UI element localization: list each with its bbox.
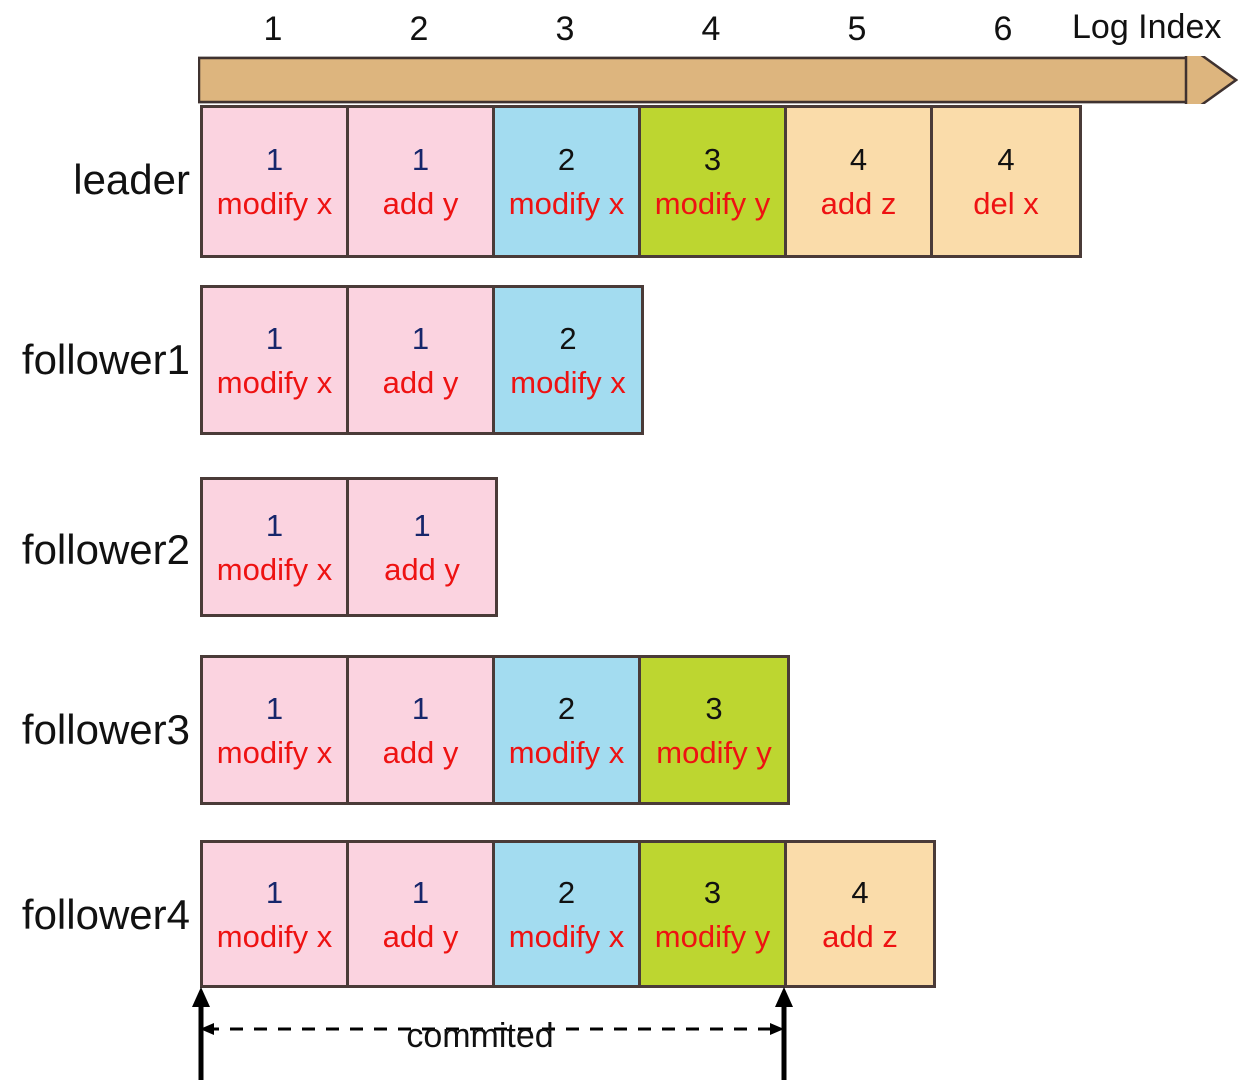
- entry-term: 3: [703, 142, 722, 177]
- log-entry[interactable]: 1 modify x: [203, 480, 349, 614]
- row-label-follower1: follower1: [21, 336, 190, 383]
- entry-command: add z: [822, 918, 898, 954]
- row-label-leader: leader: [73, 156, 190, 203]
- entry-command: add y: [382, 918, 459, 954]
- entry-command: modify x: [216, 734, 333, 770]
- log-index-arrow-icon: [198, 56, 1238, 104]
- entry-term: 1: [411, 320, 430, 356]
- log-entry[interactable]: 1 add y: [349, 108, 495, 255]
- entry-term: 4: [849, 142, 868, 177]
- entry-term: 2: [557, 142, 576, 177]
- log-entry[interactable]: 3 modify y: [641, 658, 787, 802]
- entry-term: 1: [413, 507, 431, 543]
- log-entry[interactable]: 4 del x: [933, 108, 1079, 255]
- entry-term: 1: [265, 690, 284, 726]
- entry-command: modify y: [656, 734, 772, 770]
- log-index-label-6: 6: [993, 10, 1013, 48]
- entry-command: modify x: [216, 551, 333, 587]
- entry-command: modify x: [508, 918, 625, 954]
- entry-term: 3: [705, 690, 723, 726]
- log-entry[interactable]: 1 add y: [349, 658, 495, 802]
- entry-command: add y: [382, 734, 459, 770]
- entry-term: 1: [411, 142, 430, 177]
- entry-command: add y: [384, 551, 460, 587]
- log-entry[interactable]: 3 modify y: [641, 108, 787, 255]
- log-entry[interactable]: 1 modify x: [203, 658, 349, 802]
- entry-term: 2: [559, 320, 577, 356]
- entry-term: 1: [265, 874, 284, 910]
- entry-term: 2: [557, 874, 576, 910]
- entry-command: modify x: [216, 364, 333, 400]
- entry-term: 1: [265, 320, 284, 356]
- entry-command: modify x: [508, 734, 625, 770]
- entry-term: 3: [703, 874, 722, 910]
- entry-command: modify x: [216, 186, 333, 221]
- row-label-follower3: follower3: [21, 706, 190, 753]
- log-index-axis: 1 2 3 4 5 6 Log Index: [0, 0, 1246, 56]
- entry-term: 2: [557, 690, 576, 726]
- log-entries-leader: 1 modify x 1 add y 2 modify x 3 modify y…: [200, 105, 1082, 258]
- log-index-label-4: 4: [701, 10, 721, 48]
- entry-term: 4: [851, 874, 869, 910]
- log-index-label-1: 1: [263, 10, 283, 48]
- log-entry[interactable]: 2 modify x: [495, 843, 641, 985]
- entry-command: modify x: [216, 918, 333, 954]
- entry-term: 1: [411, 690, 430, 726]
- entry-command: add y: [382, 364, 459, 400]
- log-entry[interactable]: 1 add y: [349, 480, 495, 614]
- entry-term: 4: [997, 142, 1015, 177]
- log-entries-follower1: 1 modify x 1 add y 2 modify x: [200, 285, 644, 435]
- row-label-follower2: follower2: [21, 526, 190, 573]
- entry-term: 1: [411, 874, 430, 910]
- log-entry[interactable]: 2 modify x: [495, 288, 641, 432]
- entry-command: modify y: [654, 918, 771, 954]
- log-entries-follower3: 1 modify x 1 add y 2 modify x 3 modify y: [200, 655, 790, 805]
- entry-term: 1: [265, 507, 284, 543]
- log-entry[interactable]: 2 modify x: [495, 658, 641, 802]
- log-index-label-2: 2: [409, 10, 429, 48]
- log-entry[interactable]: 1 modify x: [203, 843, 349, 985]
- log-entry[interactable]: 1 modify x: [203, 288, 349, 432]
- log-index-label-5: 5: [847, 10, 867, 48]
- entry-command: add z: [820, 186, 897, 221]
- log-entry[interactable]: 4 add z: [787, 108, 933, 255]
- committed-label: commited: [406, 1017, 554, 1055]
- entry-command: add y: [382, 186, 459, 221]
- log-index-title: Log Index: [1072, 8, 1222, 46]
- committed-bracket: [192, 987, 793, 1080]
- row-label-follower4: follower4: [21, 891, 190, 938]
- entry-command: modify x: [510, 364, 626, 400]
- entry-term: 1: [265, 142, 284, 177]
- log-entries-follower4: 1 modify x 1 add y 2 modify x 3 modify y…: [200, 840, 936, 988]
- entry-command: del x: [973, 186, 1039, 221]
- log-entries-follower2: 1 modify x 1 add y: [200, 477, 498, 617]
- log-entry[interactable]: 1 modify x: [203, 108, 349, 255]
- log-entry[interactable]: 1 add y: [349, 843, 495, 985]
- log-index-label-3: 3: [555, 10, 575, 48]
- log-entry[interactable]: 3 modify y: [641, 843, 787, 985]
- log-entry[interactable]: 2 modify x: [495, 108, 641, 255]
- log-entry[interactable]: 4 add z: [787, 843, 933, 985]
- entry-command: modify y: [654, 186, 771, 221]
- entry-command: modify x: [508, 186, 625, 221]
- log-entry[interactable]: 1 add y: [349, 288, 495, 432]
